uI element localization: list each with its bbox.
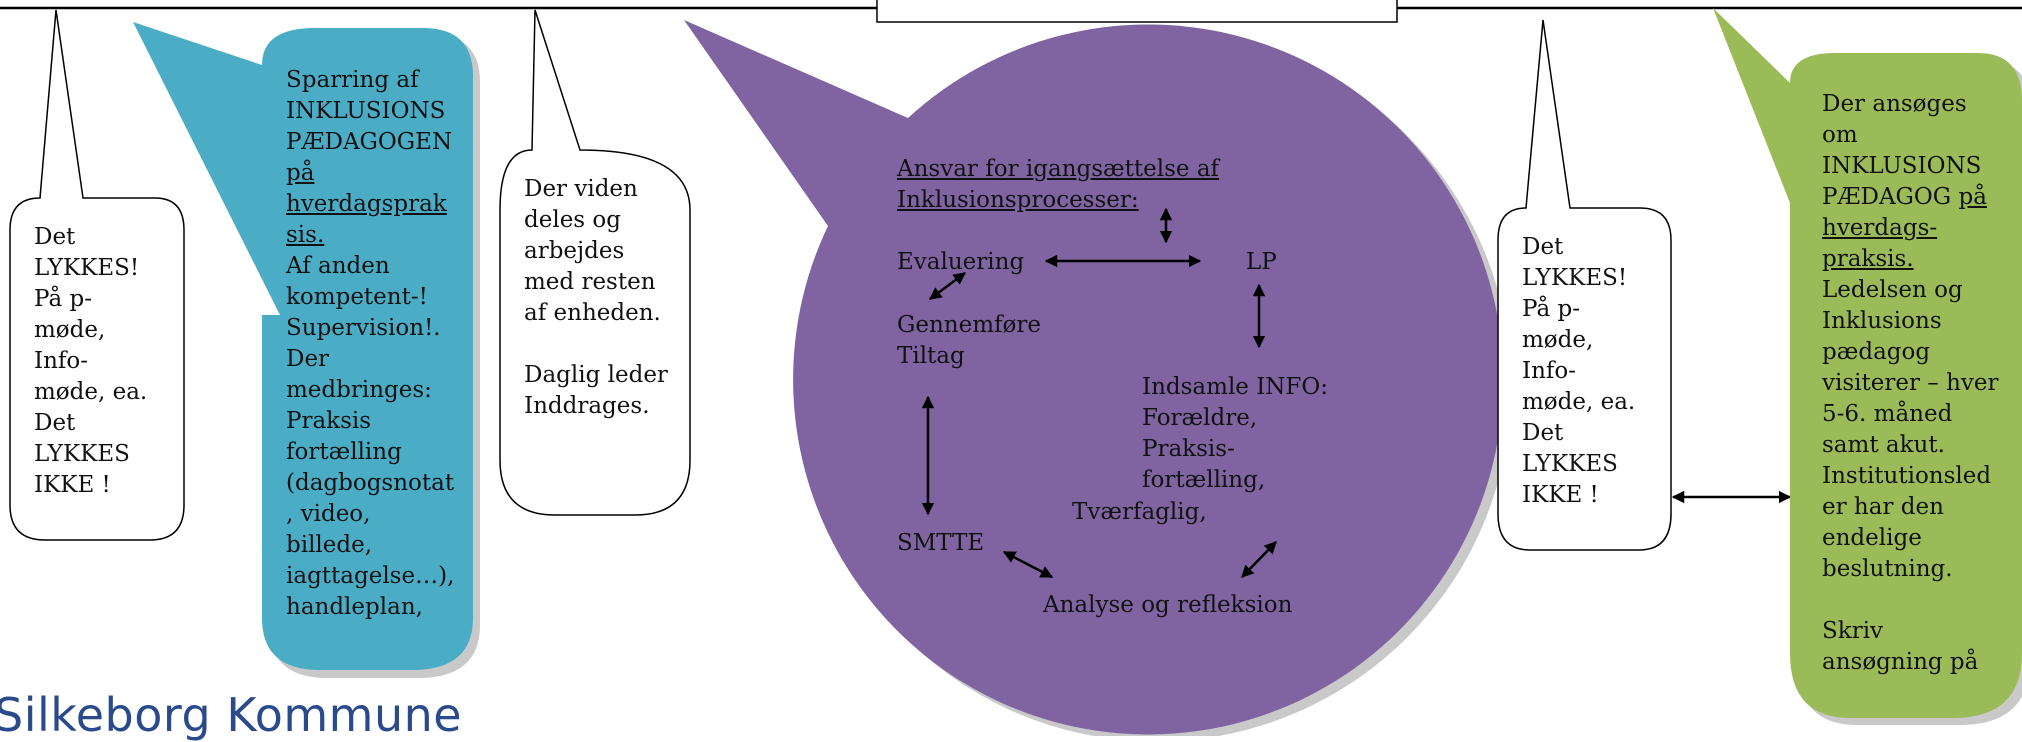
text-line: Der [286, 346, 330, 372]
node-evaluering: Evaluering [897, 249, 1025, 275]
callout-bubble-5 [1497, 19, 1672, 551]
text-line: IKKE ! [34, 472, 111, 498]
text-line: hverdags- [1822, 215, 1938, 241]
text-line: LYKKES! [1522, 265, 1628, 291]
text-line: Indsamle INFO: [1142, 374, 1328, 400]
process-arrows [921, 207, 1277, 579]
text-line: sis. [286, 222, 325, 248]
text-line: møde, ea. [34, 379, 148, 405]
text-line: om [1822, 122, 1858, 148]
arrow-smtte-analyse [1002, 550, 1054, 579]
text-line: Praksis [286, 408, 372, 434]
text-line: (dagbogsnotat [286, 470, 455, 496]
text-line: visiterer – hver [1822, 370, 1999, 396]
text-line: Ledelsen og [1822, 277, 1963, 303]
node-tvaerfaglig: Tværfaglig, [1072, 499, 1207, 525]
bubble-2-text: Sparring af INKLUSIONS PÆDAGOGEN på hverdag… [286, 65, 454, 623]
text-line: Gennemføre [897, 312, 1041, 338]
text-line: Det [34, 410, 76, 436]
text-line: fortælling, [1142, 467, 1266, 493]
text-line: Ansvar for igangsættelse af [897, 156, 1220, 182]
text-line: Forældre, [1142, 405, 1258, 431]
text-line: Daglig leder [524, 362, 668, 388]
text-line: endelige [1822, 525, 1922, 551]
header-box [876, 0, 1398, 23]
text-line: arbejdes [524, 238, 625, 264]
text-line: Institutionsled [1822, 463, 1992, 489]
silkeborg-kommune-logo: Silkeborg Kommune [0, 688, 463, 742]
text-line: Tiltag [897, 343, 965, 369]
text-line: medbringes: [286, 377, 432, 403]
text-line: Supervision!. [286, 315, 441, 341]
text-line: møde, ea. [1522, 389, 1636, 415]
text-line: Der viden [524, 176, 638, 202]
text-line: Inddrages. [524, 393, 650, 419]
text-line: LYKKES [1522, 451, 1618, 477]
text-line: Skriv [1822, 618, 1884, 644]
text-line: beslutning. [1822, 556, 1953, 582]
text-line: Praksis- [1142, 436, 1235, 462]
text-line: handleplan, [286, 594, 423, 620]
text-line: praksis. [1822, 246, 1914, 272]
text-line: PÆDAGOGEN [286, 129, 453, 155]
text-line: 5-6. måned [1822, 401, 1953, 427]
text-line: er har den [1822, 494, 1944, 520]
node-indsamle-info: Indsamle INFO: Forældre, Praksis-fortællin… [1142, 372, 1328, 496]
arrow-evaluering-gennemfore [928, 271, 967, 301]
text-line: IKKE ! [1522, 482, 1599, 508]
text-line: På p- [34, 286, 92, 312]
text-line: deles og [524, 207, 621, 233]
text-line: møde, [1522, 327, 1594, 353]
text-line: iagttagelse…), [286, 563, 455, 589]
bubble-3-text: Der viden deles og arbejdes med resten af en… [524, 174, 668, 422]
text-line: hverdagsprak [286, 191, 447, 217]
callout-bubble-3 [499, 9, 691, 516]
text-line: Sparring af [286, 67, 419, 93]
process-title: Ansvar for igangsættelse af Inklusionspro… [897, 154, 1219, 216]
text-line: møde, [34, 317, 106, 343]
text-line: billede, [286, 532, 373, 558]
text-line: pædagog [1822, 339, 1931, 365]
text-line: LYKKES [34, 441, 130, 467]
text-line: , video, [286, 501, 371, 527]
text-line: LYKKES! [34, 255, 140, 281]
text-line: Inklusionsprocesser: [897, 187, 1139, 213]
text-line: Info- [34, 348, 89, 374]
text-line: Der ansøges [1822, 91, 1967, 117]
text-line: INKLUSIONS [1822, 153, 1982, 179]
text-line: af enheden. [524, 300, 661, 326]
text-line: fortælling [286, 439, 402, 465]
text-line: ansøgning på [1822, 649, 1979, 675]
text-line: Inklusions [1822, 308, 1942, 334]
callout-bubble-1 [9, 9, 185, 541]
text-line: På p- [1522, 296, 1580, 322]
text-line: kompetent-! [286, 284, 428, 310]
text-line: samt akut. [1822, 432, 1945, 458]
text-line: Det [1522, 234, 1564, 260]
node-analyse-refleksion: Analyse og refleksion [1043, 592, 1293, 618]
node-smtte: SMTTE [897, 530, 985, 556]
text-line: Det [1522, 420, 1564, 446]
text-line: Af anden [286, 253, 390, 279]
callout-bubble-4 [684, 20, 1504, 735]
text-line: på [286, 160, 315, 186]
callout-bubble-6 [1713, 8, 2022, 718]
text-line: med resten [524, 269, 656, 295]
node-lp: LP [1246, 249, 1277, 275]
callout-bubble-2 [133, 22, 473, 670]
text-line: Info- [1522, 358, 1577, 384]
text-line: INKLUSIONS [286, 98, 446, 124]
arrow-analyse-tvaerfaglig [1241, 541, 1277, 578]
text-line: Det [34, 224, 76, 250]
